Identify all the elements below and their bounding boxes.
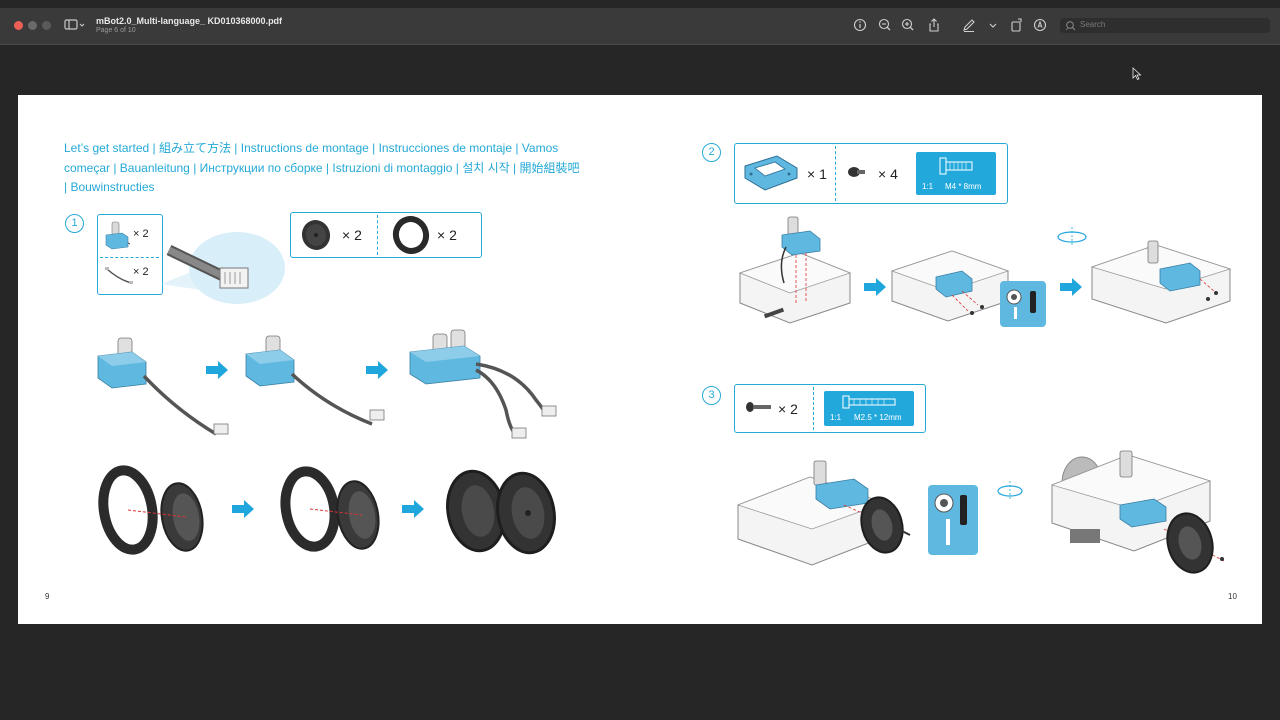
screw-icon [848, 167, 865, 177]
pdf-page-spread[interactable]: Let’s get started | 組み立て方法 | Instruction… [18, 95, 1262, 624]
share-icon[interactable] [926, 17, 942, 33]
wheel-tire-parts-box: × 2 × 2 [290, 212, 482, 258]
search-placeholder: Search [1080, 20, 1106, 29]
search-field[interactable]: Search [1060, 18, 1270, 33]
wheel-mounting-illustration [736, 450, 1225, 574]
page-heading: Let’s get started | 組み立て方法 | Instruction… [64, 141, 580, 194]
long-screw-scale-card: 1:1 M2.5 * 12mm [824, 391, 914, 426]
screw-scale-card: 1:1 M4 * 8mm [916, 152, 996, 195]
motor-quantity: × 2 [133, 228, 149, 240]
motor-parts-box: × 2 × 2 [97, 214, 163, 295]
chassis-motor-assembly-illustration [738, 216, 1232, 327]
info-icon[interactable] [852, 17, 868, 33]
step-3-parts-box: × 2 1:1 M2.5 * 12mm [734, 384, 926, 433]
page-indicator: Page 6 of 10 [96, 27, 136, 34]
chevron-down-icon[interactable] [985, 17, 1001, 33]
screw-size-icon [939, 157, 973, 175]
step-2-parts-box: × 1 × 4 1:1 M4 * 8mm [734, 143, 1008, 204]
long-screw-size: M2.5 * 12mm [854, 413, 902, 422]
long-screw-scale: 1:1 [830, 413, 842, 422]
bracket-quantity: × 1 [807, 166, 827, 182]
step-1-number: 1 [65, 214, 84, 233]
step-2-number: 2 [702, 143, 721, 162]
wheel-tire-assembly-illustration [98, 465, 556, 555]
screw-scale: 1:1 [922, 182, 934, 191]
cable-quantity: × 2 [133, 266, 149, 278]
cable-connector-detail-icon [161, 232, 285, 304]
search-icon [1065, 21, 1076, 31]
document-title: mBot2.0_Multi-language_ KD010368000.pdf [96, 16, 283, 26]
minimize-window-button[interactable] [28, 21, 37, 30]
zoom-in-icon[interactable] [900, 17, 916, 33]
long-screw-size-icon [842, 395, 896, 409]
wheel-quantity: × 2 [342, 227, 362, 243]
step-3-number: 3 [702, 386, 721, 405]
long-screw-icon [746, 402, 771, 412]
motor-bracket-icon [744, 155, 798, 191]
markup-pen-icon[interactable] [961, 17, 977, 33]
mouse-pointer-icon [1132, 67, 1142, 81]
left-page-number: 9 [45, 592, 50, 601]
screw-size: M4 * 8mm [945, 182, 982, 191]
annotate-icon[interactable] [1032, 17, 1048, 33]
motor-icon [105, 221, 131, 250]
title-bar: mBot2.0_Multi-language_ KD010368000.pdf … [0, 8, 1280, 45]
right-page-number: 10 [1228, 592, 1237, 601]
tire-quantity: × 2 [437, 227, 457, 243]
long-screw-quantity: × 2 [778, 401, 798, 417]
wheel-icon [301, 220, 331, 250]
rotate-icon[interactable] [1009, 17, 1025, 33]
zoom-out-icon[interactable] [877, 17, 893, 33]
cable-icon [105, 267, 133, 284]
zoom-window-button[interactable] [42, 21, 51, 30]
sidebar-toggle-icon[interactable] [64, 17, 86, 33]
screw-quantity: × 4 [878, 166, 898, 182]
motor-cable-assembly-illustration [97, 329, 557, 439]
close-window-button[interactable] [14, 21, 23, 30]
tire-icon [392, 216, 430, 254]
